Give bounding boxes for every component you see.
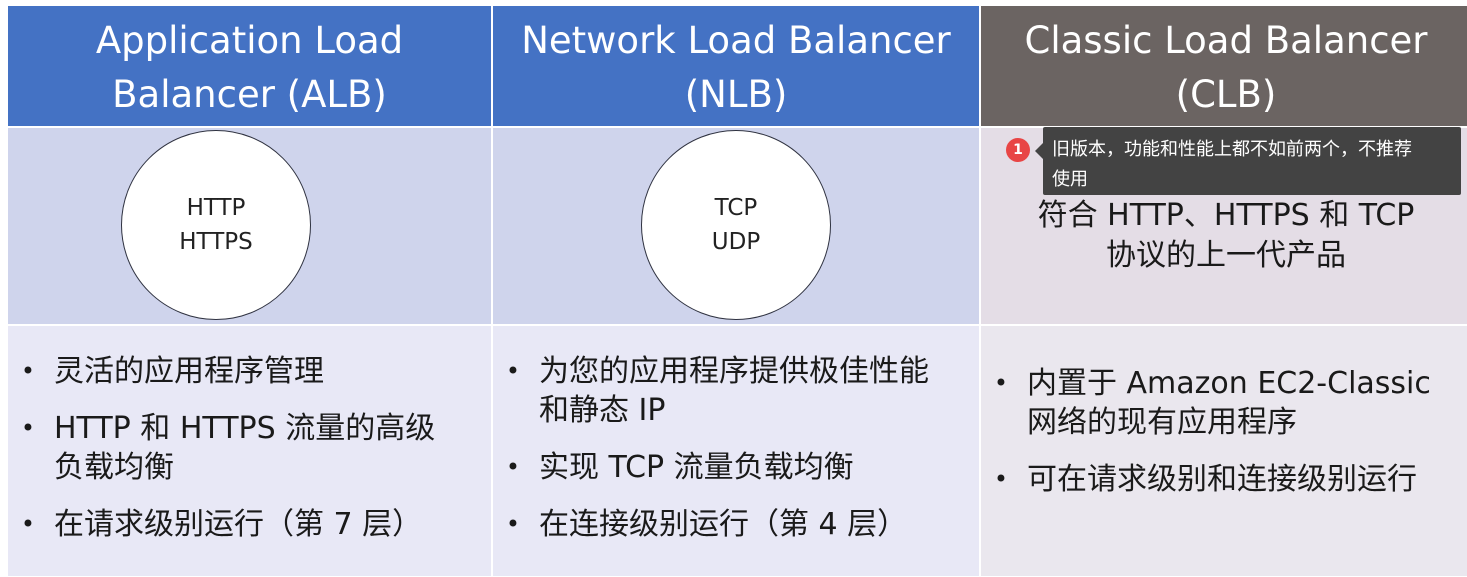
list-item: • 实现 TCP 流量负载均衡 xyxy=(503,448,929,487)
list-item-text: 实现 TCP 流量负载均衡 xyxy=(539,450,854,485)
annotation-tooltip: 旧版本，功能和性能上都不如前两个，不推荐 使用 xyxy=(1035,127,1461,195)
alb-feature-list: • 灵活的应用程序管理 • HTTP 和 HTTPS 流量的高级 负载均衡 • … xyxy=(18,352,435,544)
list-item-text-cont: 和静态 IP xyxy=(539,393,666,428)
bullet-dot: • xyxy=(20,510,36,538)
nlb-features-cell: • 为您的应用程序提供极佳性能 和静态 IP • 实现 TCP 流量负载均衡 •… xyxy=(493,326,979,576)
clb-description: 符合 HTTP、HTTPS 和 TCP 协议的上一代产品 xyxy=(981,196,1467,276)
nlb-protocol-cell: TCP UDP xyxy=(493,128,979,324)
annotation-note-line1: 旧版本，功能和性能上都不如前两个，不推荐 xyxy=(1052,139,1412,160)
clb-features-cell: • 内置于 Amazon EC2-Classic 网络的现有应用程序 • 可在请… xyxy=(981,326,1467,576)
list-item-text: 灵活的应用程序管理 xyxy=(54,354,324,389)
alb-protocol-2: HTTPS xyxy=(179,229,253,255)
list-item: • 内置于 Amazon EC2-Classic 网络的现有应用程序 xyxy=(991,364,1431,442)
bullet-dot: • xyxy=(993,465,1009,493)
alb-protocol-cell: HTTP HTTPS xyxy=(8,128,491,324)
list-item-text-cont: 网络的现有应用程序 xyxy=(1027,405,1297,440)
bullet-dot: • xyxy=(505,357,521,385)
bullet-dot: • xyxy=(20,414,36,442)
nlb-protocol-1: TCP xyxy=(714,195,758,221)
annotation-note-line2: 使用 xyxy=(1052,169,1088,190)
list-item-text-cont: 负载均衡 xyxy=(54,450,174,485)
nlb-header-line2: (NLB) xyxy=(684,73,788,116)
list-item-text: 可在请求级别和连接级别运行 xyxy=(1027,462,1417,497)
alb-header: Application Load Balancer (ALB) xyxy=(8,6,491,126)
clb-header-line1: Classic Load Balancer xyxy=(1024,19,1428,62)
alb-header-line1: Application Load xyxy=(95,19,404,62)
bullet-dot: • xyxy=(20,357,36,385)
clb-description-line2: 协议的上一代产品 xyxy=(1106,238,1346,273)
list-item: • HTTP 和 HTTPS 流量的高级 负载均衡 xyxy=(18,409,435,487)
list-item-text: 在连接级别运行（第 4 层） xyxy=(539,507,908,542)
list-item-text: 在请求级别运行（第 7 层） xyxy=(54,507,423,542)
alb-header-line2: Balancer (ALB) xyxy=(112,73,387,116)
list-item: • 灵活的应用程序管理 xyxy=(18,352,435,391)
clb-description-line1: 符合 HTTP、HTTPS 和 TCP xyxy=(1037,198,1415,233)
list-item-text: 为您的应用程序提供极佳性能 xyxy=(539,354,929,389)
list-item-text: 内置于 Amazon EC2-Classic xyxy=(1027,366,1431,401)
list-item: • 在请求级别运行（第 7 层） xyxy=(18,505,435,544)
list-item: • 在连接级别运行（第 4 层） xyxy=(503,505,929,544)
annotation-badge[interactable]: 1 xyxy=(1006,138,1030,162)
list-item-text: HTTP 和 HTTPS 流量的高级 xyxy=(54,411,436,446)
clb-header: Classic Load Balancer (CLB) xyxy=(981,6,1467,126)
nlb-protocol-2: UDP xyxy=(711,229,761,255)
nlb-protocol-circle: TCP UDP xyxy=(641,130,831,320)
clb-header-line2: (CLB) xyxy=(1175,73,1277,116)
bullet-dot: • xyxy=(505,510,521,538)
load-balancer-comparison-table: Application Load Balancer (ALB) Network … xyxy=(8,6,1467,576)
alb-features-cell: • 灵活的应用程序管理 • HTTP 和 HTTPS 流量的高级 负载均衡 • … xyxy=(8,326,491,576)
nlb-header: Network Load Balancer (NLB) xyxy=(493,6,979,126)
clb-feature-list: • 内置于 Amazon EC2-Classic 网络的现有应用程序 • 可在请… xyxy=(991,364,1431,499)
list-item: • 可在请求级别和连接级别运行 xyxy=(991,460,1431,499)
nlb-feature-list: • 为您的应用程序提供极佳性能 和静态 IP • 实现 TCP 流量负载均衡 •… xyxy=(503,352,929,544)
list-item: • 为您的应用程序提供极佳性能 和静态 IP xyxy=(503,352,929,430)
nlb-header-line1: Network Load Balancer xyxy=(521,19,951,62)
alb-protocol-1: HTTP xyxy=(186,195,246,221)
alb-protocol-circle: HTTP HTTPS xyxy=(121,130,311,320)
bullet-dot: • xyxy=(993,369,1009,397)
bullet-dot: • xyxy=(505,453,521,481)
